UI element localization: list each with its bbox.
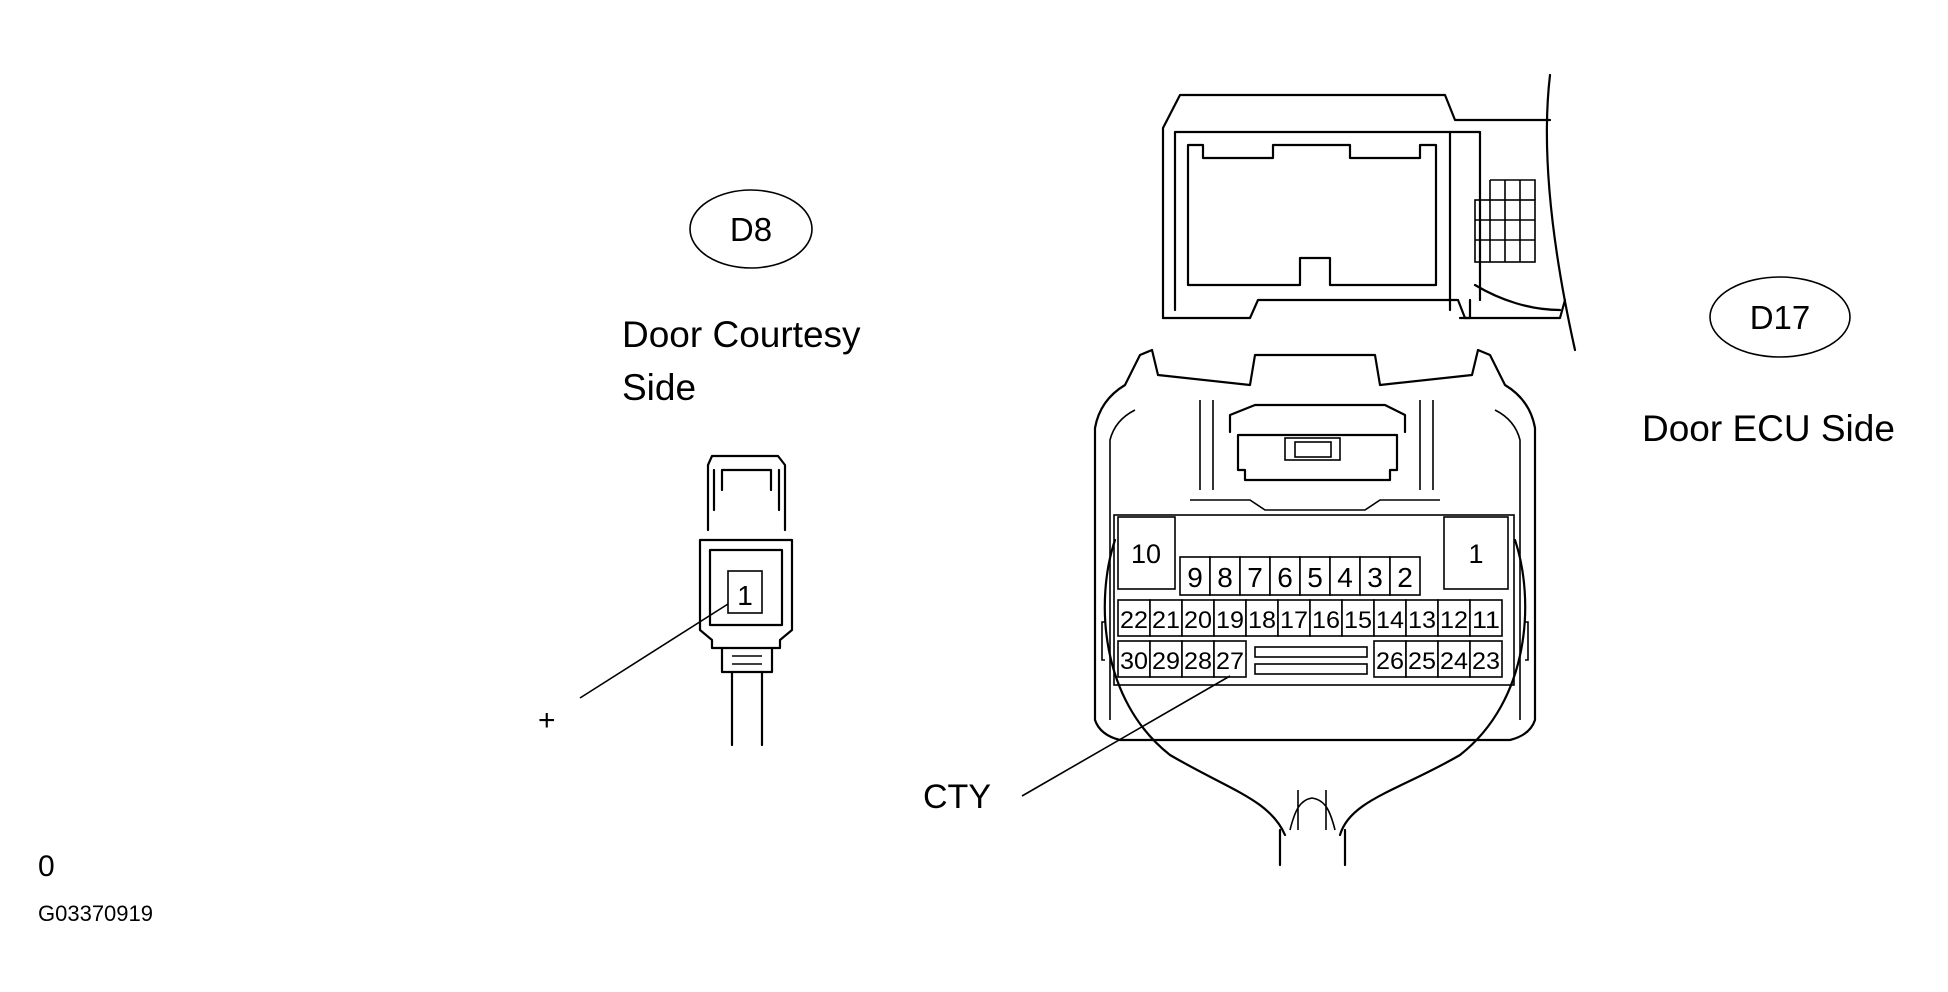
d17-pin-22-label: 22 — [1120, 607, 1148, 634]
d17-mating-connector-drawing — [1161, 73, 1577, 352]
d17-blank-cavity-upper — [1254, 646, 1368, 658]
d17-pin-10-box — [1117, 516, 1176, 590]
figure-id: G03370919 — [38, 901, 153, 926]
d17-blank-cavity-lower — [1254, 663, 1368, 675]
d17-pin-17-label: 17 — [1280, 607, 1308, 634]
d8-connector-group: D8 Door Courtesy Side 1 + — [538, 189, 861, 747]
d17-pin-28-label: 28 — [1184, 648, 1212, 675]
d17-terminal-leader — [1021, 675, 1231, 797]
d17-pin-row-2: 22 21 20 19 18 17 16 15 14 13 12 11 — [1117, 599, 1503, 637]
d17-connector-drawing: 10 1 9 8 7 6 5 4 3 2 — [1093, 348, 1537, 867]
d17-terminal-label: CTY — [923, 778, 991, 816]
d17-pin-6-label: 6 — [1277, 562, 1293, 593]
d17-pin-row-top: 9 8 7 6 5 4 3 2 — [1179, 556, 1421, 596]
d17-pin-16-label: 16 — [1312, 607, 1340, 634]
d17-pin-10-label: 10 — [1131, 539, 1161, 569]
d17-pin-30-label: 30 — [1120, 648, 1148, 675]
d17-pin-19-label: 19 — [1216, 607, 1244, 634]
d17-pin-row-3: 30 29 28 27 26 25 24 23 — [1117, 640, 1503, 678]
d17-pin-26-label: 26 — [1376, 648, 1404, 675]
d17-pin-3-label: 3 — [1367, 562, 1383, 593]
d8-pin-1-box — [727, 570, 763, 614]
d8-title-line1: Door Courtesy — [622, 314, 861, 355]
d17-pin-12-label: 12 — [1440, 607, 1468, 634]
d17-pin-5-label: 5 — [1307, 562, 1323, 593]
d8-code-label: D8 — [730, 211, 772, 248]
d17-pin-27-label: 27 — [1216, 648, 1244, 675]
footer-zero: 0 — [38, 850, 55, 883]
d17-pin-4-label: 4 — [1337, 562, 1353, 593]
d17-pin-21-label: 21 — [1152, 607, 1180, 634]
d8-code-ellipse — [689, 189, 813, 269]
d17-pin-11-label: 11 — [1472, 607, 1500, 634]
d17-pin-1-label: 1 — [1468, 539, 1483, 569]
d17-pin-15-label: 15 — [1344, 607, 1372, 634]
d17-pin-18-label: 18 — [1248, 607, 1276, 634]
d17-pin-23-label: 23 — [1472, 648, 1500, 675]
d17-pin-20-label: 20 — [1184, 607, 1212, 634]
d17-code-ellipse — [1709, 276, 1851, 358]
d8-pin-1-label: 1 — [737, 580, 753, 611]
d17-title: Door ECU Side — [1642, 408, 1895, 449]
d17-pin-8-label: 8 — [1217, 562, 1233, 593]
d17-aux-pin-grid — [1474, 179, 1536, 263]
d17-pin-24-label: 24 — [1440, 648, 1468, 675]
d17-pin-13-label: 13 — [1408, 607, 1436, 634]
d17-pin-7-label: 7 — [1247, 562, 1263, 593]
d17-pin-14-label: 14 — [1376, 607, 1404, 634]
d17-pin-29-label: 29 — [1152, 648, 1180, 675]
d17-pin-2-label: 2 — [1397, 562, 1413, 593]
d8-connector-drawing: 1 — [698, 454, 794, 747]
d17-connector-group: D17 Door ECU Side — [923, 73, 1895, 867]
d17-pin-25-label: 25 — [1408, 648, 1436, 675]
d8-title-line2: Side — [622, 367, 696, 408]
d8-terminal-leader — [579, 603, 729, 699]
d8-terminal-label: + — [538, 704, 556, 737]
d17-code-label: D17 — [1750, 299, 1811, 336]
d17-pin-block — [1113, 514, 1515, 686]
d17-pin-1-box — [1443, 516, 1509, 590]
d17-pin-9-label: 9 — [1187, 562, 1203, 593]
